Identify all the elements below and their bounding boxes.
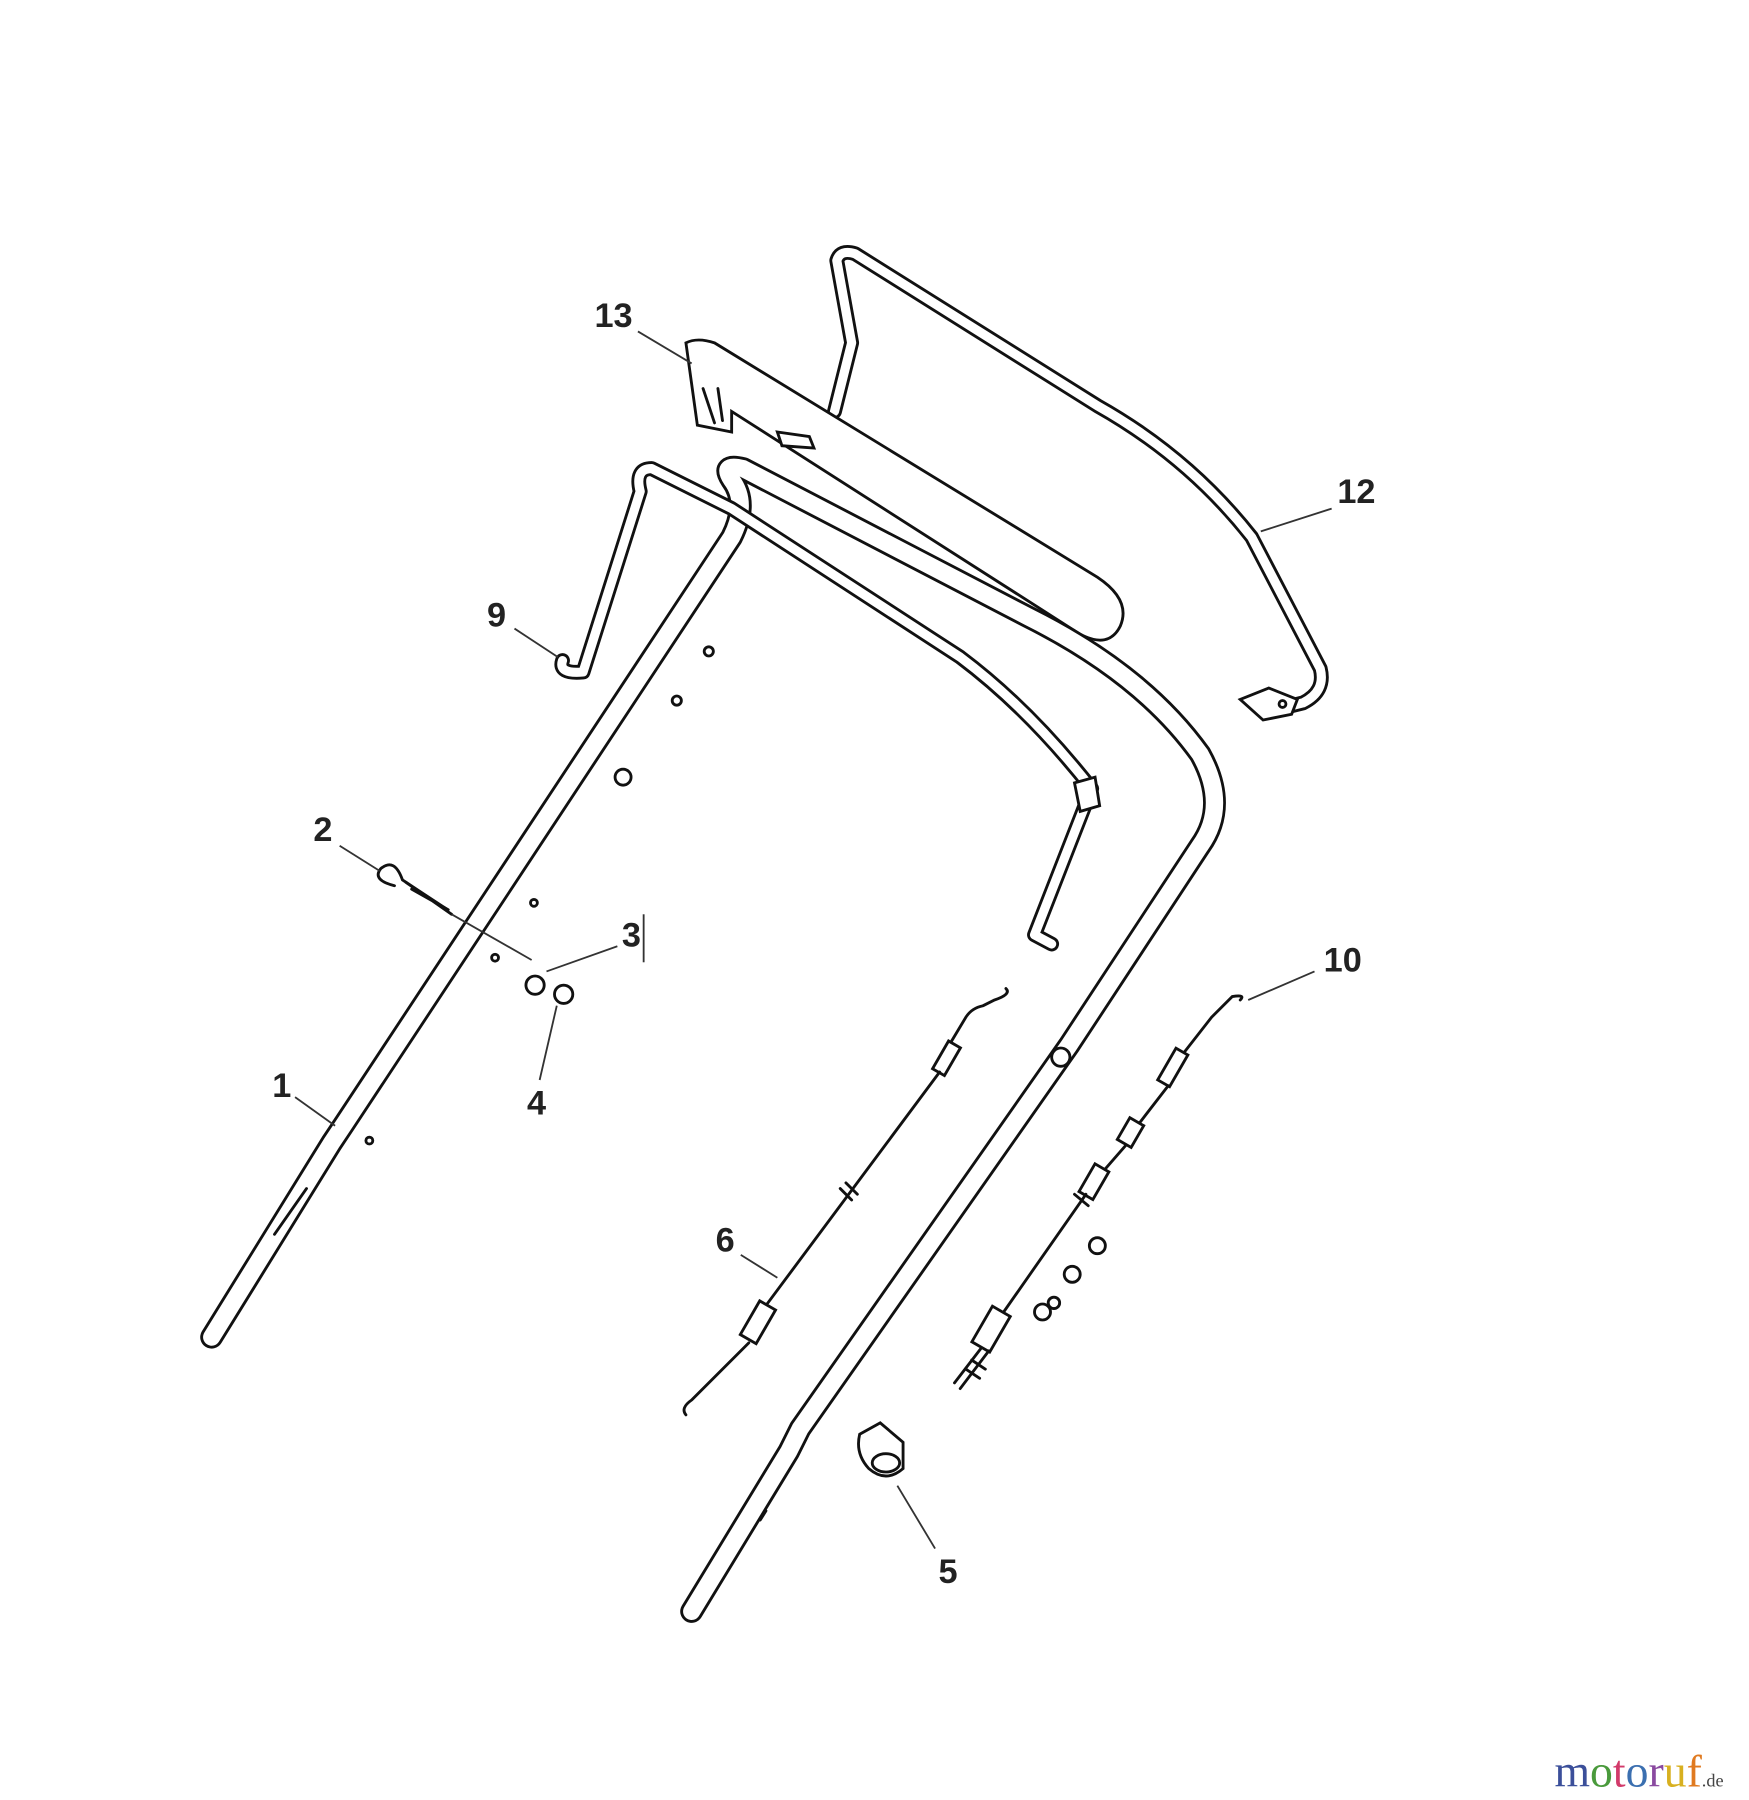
svg-text:motoruf.de: motoruf.de: [1555, 1745, 1724, 1796]
label-10: 10: [1324, 941, 1362, 979]
cable-6: [682, 987, 1009, 1417]
label-5: 5: [939, 1553, 958, 1591]
grip-13: [684, 338, 1125, 642]
label-3: 3: [622, 916, 641, 954]
label-13: 13: [595, 297, 633, 335]
clip-5: [857, 1421, 905, 1478]
label-6: 6: [716, 1221, 735, 1259]
upper-bar-12: [827, 245, 1329, 722]
lower-bar-9: [554, 461, 1102, 952]
main-handle-1: [200, 455, 1226, 1623]
washer-3: [524, 974, 546, 996]
cable-10: [953, 994, 1244, 1390]
leader-lines: [294, 330, 1332, 1550]
watermark-logo: motoruf.de: [1555, 1745, 1724, 1796]
label-12: 12: [1337, 473, 1375, 511]
nut-4: [553, 983, 575, 1005]
label-9: 9: [487, 596, 506, 634]
label-4: 4: [527, 1084, 546, 1122]
label-1: 1: [272, 1067, 291, 1105]
label-2: 2: [313, 811, 332, 849]
hook-2: [376, 863, 533, 961]
